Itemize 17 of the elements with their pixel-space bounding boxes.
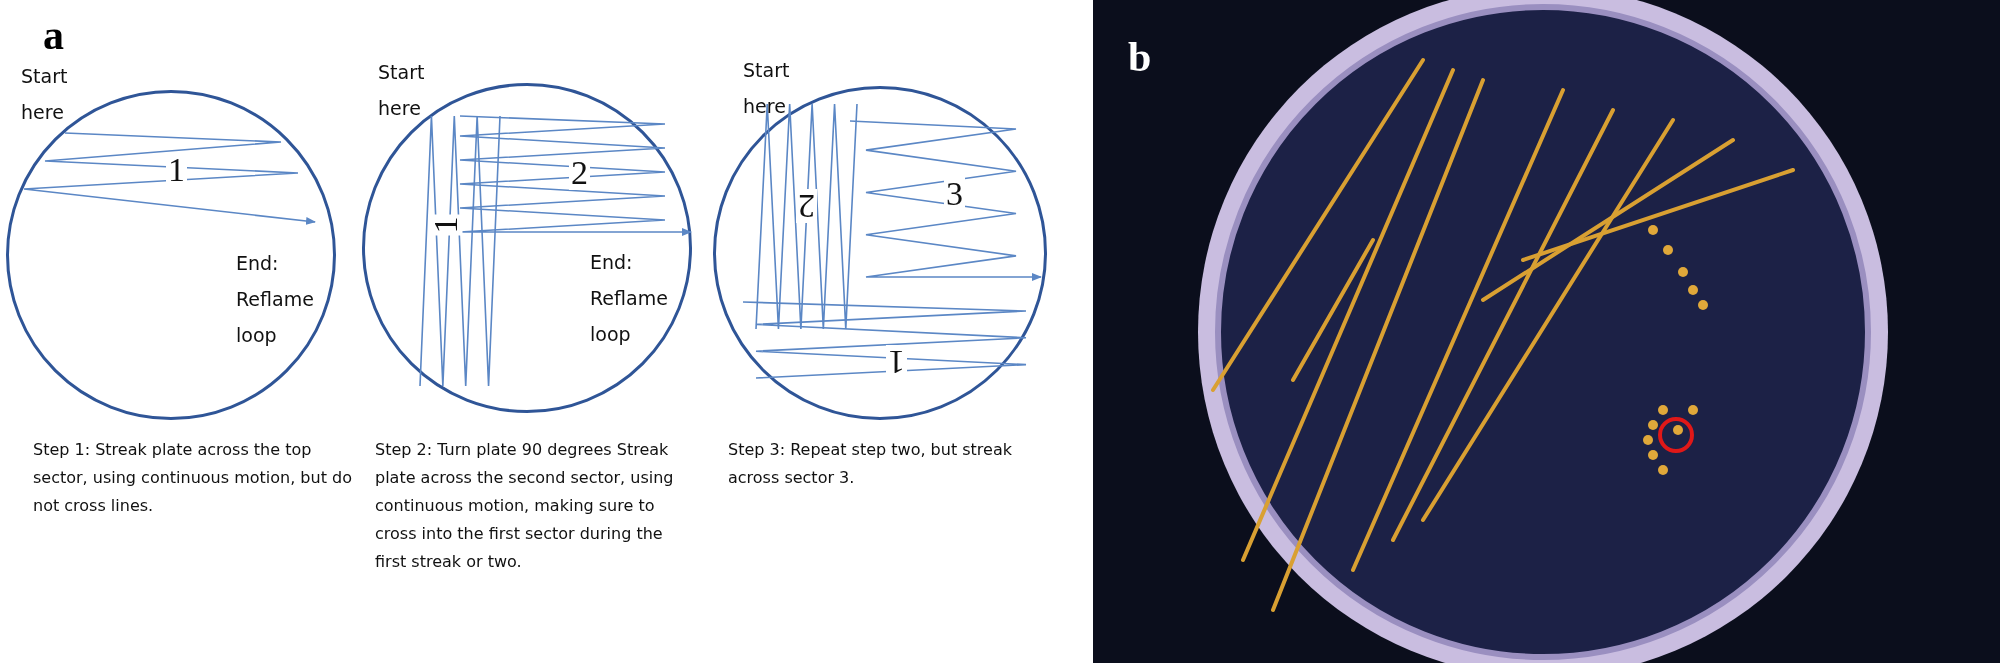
start-note: Start here: [743, 58, 791, 119]
petri-dish-outline: [6, 90, 336, 420]
sector-number: 2: [796, 189, 817, 223]
step-caption: Step 2: Turn plate 90 degrees Streak plate across the second sector, using continuous motion, making sure to cross into the first sector during the first streak or two.: [375, 439, 675, 573]
panel-letter: a: [43, 14, 64, 56]
petri-dish-outline: [362, 83, 692, 413]
end-note: End: Reflame loop: [236, 251, 315, 348]
panel-letter: b: [1128, 36, 1152, 78]
photo-background: [1093, 0, 2000, 663]
step-caption: Step 1: Streak plate across the top sector, using continuous motion, but do not cross lines.: [33, 439, 353, 517]
petri-dish-outline: [713, 86, 1047, 420]
step-caption: Step 3: Repeat step two, but streak across sector 3.: [728, 439, 1013, 489]
start-note: Start here: [21, 64, 69, 125]
highlight-circle: [1658, 417, 1694, 453]
start-note: Start here: [378, 60, 426, 121]
sector-number: 3: [944, 177, 965, 211]
end-note: End: Reflame loop: [590, 250, 669, 347]
